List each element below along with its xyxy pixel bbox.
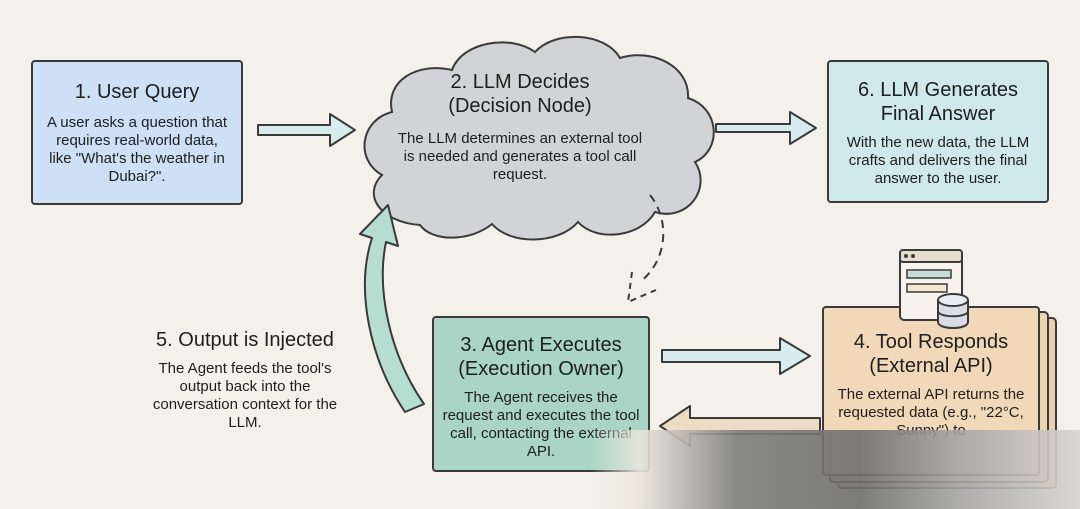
tool-responds-title-line1: 4. Tool Responds xyxy=(853,331,1009,353)
llm-decides-title-line2: (Decision Node) xyxy=(448,95,592,117)
obscured-region xyxy=(590,430,1080,509)
llm-generates-title-line1: 6. LLM Generates xyxy=(857,79,1019,101)
agent-executes-title-line2: (Execution Owner) xyxy=(458,358,624,380)
user-query-box: 1. User Query A user asks a question tha… xyxy=(31,60,243,205)
arrow-llm-to-answer xyxy=(715,111,817,145)
user-query-description: A user asks a question that requires rea… xyxy=(46,114,228,185)
output-injected-description: The Agent feeds the tool's output back i… xyxy=(152,360,338,431)
output-injected-title: 5. Output is Injected xyxy=(156,329,334,351)
dashed-arrow-llm-to-agent xyxy=(627,194,665,303)
arrow-query-to-llm xyxy=(257,113,356,147)
arrow-agent-to-tool xyxy=(661,337,811,375)
llm-decides-description: The LLM determines an external tool is n… xyxy=(397,130,643,183)
agent-executes-description: The Agent receives the request and execu… xyxy=(442,389,640,460)
tool-responds-title-line2: (External API) xyxy=(869,355,993,377)
llm-decides-text: 2. LLM Decides (Decision Node) The LLM d… xyxy=(395,70,645,184)
llm-decision-cloud xyxy=(363,35,715,241)
llm-generates-box: 6. LLM Generates Final Answer With the n… xyxy=(827,60,1049,203)
agent-executes-title-line1: 3. Agent Executes xyxy=(460,334,622,356)
arrow-output-injected xyxy=(359,204,425,413)
llm-generates-title-line2: Final Answer xyxy=(880,103,996,125)
user-query-title: 1. User Query xyxy=(74,81,200,103)
output-injected-text: 5. Output is Injected The Agent feeds th… xyxy=(140,328,350,432)
llm-generates-description: With the new data, the LLM crafts and de… xyxy=(846,134,1030,187)
llm-decides-title-line1: 2. LLM Decides xyxy=(450,71,590,93)
